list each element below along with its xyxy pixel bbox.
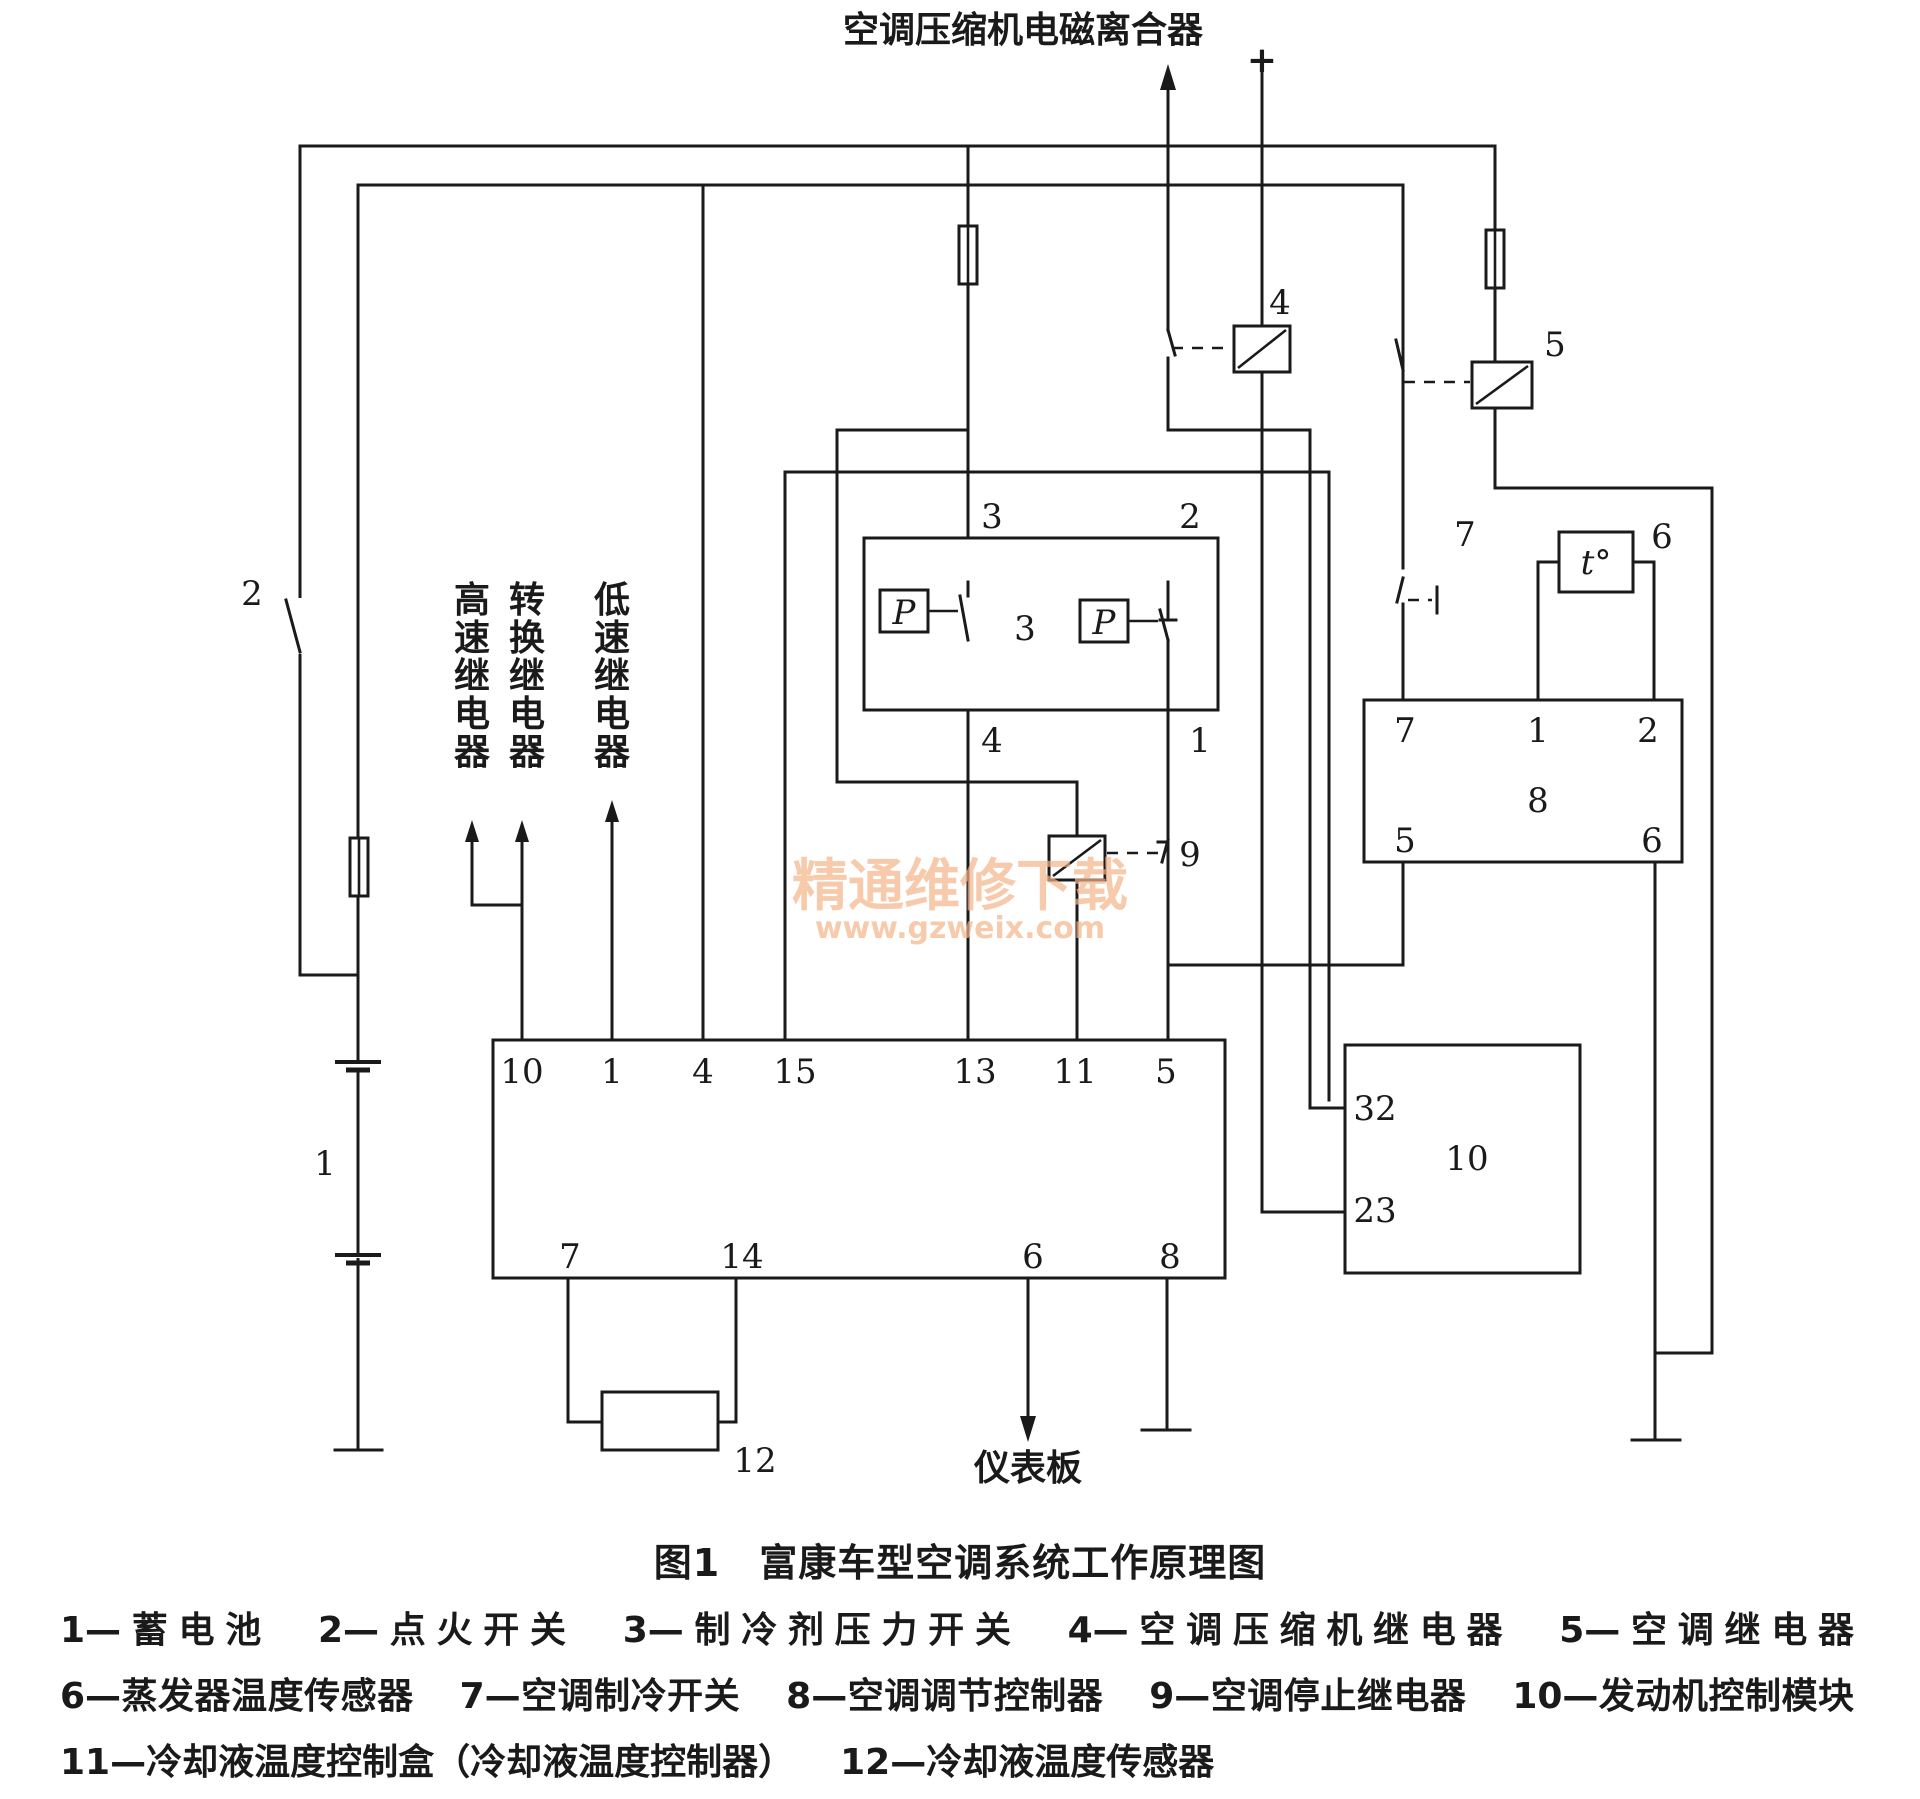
watermark-cn: 精通维修下载	[792, 854, 1128, 919]
pin-ctrl-6: 6	[1641, 821, 1663, 861]
ac-controller-8	[1362, 698, 1684, 1442]
legend-item: 7—空调制冷开关	[459, 1676, 741, 1717]
pressure-symbol-right: P	[1092, 603, 1117, 643]
pin-box-13: 13	[953, 1052, 996, 1092]
top-bus-wires	[298, 144, 1497, 1060]
relay-arrows	[465, 800, 619, 1042]
evap-sensor-6	[1536, 530, 1656, 702]
bottom-wires	[566, 1276, 1192, 1452]
pin-box-11: 11	[1053, 1052, 1096, 1092]
pin-box-10: 10	[500, 1052, 543, 1092]
pin-box-14: 14	[720, 1237, 763, 1277]
pin-box-5: 5	[1155, 1052, 1177, 1092]
control-box-11	[491, 1038, 1227, 1280]
pin-box-15: 15	[773, 1052, 816, 1092]
clutch-line	[1160, 64, 1347, 1110]
label-pressure-switch: 3	[1014, 609, 1036, 649]
battery-branch	[298, 973, 384, 1452]
ac-relay-5	[1404, 360, 1534, 410]
pin-pressure-3: 3	[981, 497, 1003, 537]
clutch-label: 空调压缩机电磁离合器	[843, 10, 1204, 51]
wiring-schematic: 空调压缩机电磁离合器 + 1 2 3 4 5 6 7 8 9 10 12 3 2…	[241, 10, 1714, 1489]
pin-box-1: 1	[601, 1052, 623, 1092]
sensor-symbol: t°	[1581, 543, 1612, 583]
pin-box-4: 4	[692, 1052, 714, 1092]
legend-item: 4—空调压缩机继电器	[1067, 1610, 1514, 1651]
pin-ctrl-2: 2	[1637, 711, 1659, 751]
label-high-speed-relay: 高速继电器	[454, 580, 491, 773]
legend-item: 5—空调继电器	[1559, 1610, 1854, 1651]
label-coolant-sensor: 12	[733, 1441, 776, 1481]
label-switch-relay: 转换继电器	[509, 580, 546, 773]
pin-pressure-1: 1	[1189, 721, 1211, 761]
label-ac-relay: 5	[1544, 325, 1566, 365]
legend-item: 10—发动机控制模块	[1512, 1676, 1854, 1717]
label-stop-relay: 9	[1179, 835, 1201, 875]
pin-ctrl-7: 7	[1394, 711, 1416, 751]
pressure-switch-3	[862, 536, 1220, 712]
pin-ecm-32: 32	[1353, 1089, 1396, 1129]
legend-item: 9—空调停止继电器	[1149, 1676, 1467, 1717]
bypass-wires	[783, 428, 1405, 1102]
label-ecm: 10	[1445, 1139, 1488, 1179]
label-evap-sensor: 6	[1651, 517, 1673, 557]
label-battery: 1	[314, 1144, 336, 1184]
label-ac-controller: 8	[1527, 781, 1549, 821]
label-ignition: 2	[241, 574, 263, 614]
battery-fuse	[348, 836, 370, 898]
ecm-10	[1343, 1043, 1582, 1275]
legend-item: 2—点火开关	[317, 1610, 577, 1651]
dashboard-label: 仪表板	[973, 1448, 1082, 1489]
label-low-speed-relay: 低速继电器	[594, 580, 631, 773]
pin-ctrl-5: 5	[1394, 821, 1416, 861]
legend-item: 6—蒸发器温度传感器	[60, 1676, 414, 1717]
legend-item: 3—制冷剂压力开关	[622, 1610, 1022, 1651]
battery-symbol	[335, 1056, 381, 1266]
pin-ecm-23: 23	[1353, 1191, 1396, 1231]
ignition-switch	[284, 598, 308, 977]
compressor-relay-4	[1172, 50, 1347, 1214]
pressure-symbol-left: P	[892, 593, 917, 633]
label-ac-switch: 7	[1454, 515, 1476, 555]
watermark-url: www.gzweix.com	[815, 911, 1105, 946]
pin-box-8: 8	[1159, 1237, 1181, 1277]
pin-pressure-4: 4	[981, 721, 1003, 761]
plus-sign: +	[1247, 40, 1277, 81]
stop-relay-9	[1047, 834, 1170, 882]
pin-ctrl-1: 1	[1527, 711, 1549, 751]
ac-switch-line	[1394, 338, 1439, 702]
legend-item: 11—冷却液温度控制盒（冷却液温度控制器）	[60, 1742, 795, 1783]
legend-item: 12—冷却液温度传感器	[840, 1742, 1215, 1783]
figure-legend: 1—蓄电池 2—点火开关 3—制冷剂压力开关 4—空调压缩机继电器 5—空调继电器 6—蒸…	[60, 1598, 1900, 1796]
legend-item: 1—蓄电池	[60, 1610, 272, 1651]
pin-pressure-2: 2	[1179, 497, 1201, 537]
figure-caption: 图1 富康车型空调系统工作原理图	[653, 1541, 1267, 1585]
pin-box-6: 6	[1022, 1237, 1044, 1277]
legend-item: 8—空调调节控制器	[786, 1676, 1104, 1717]
label-compressor-relay: 4	[1269, 283, 1291, 323]
pin-box-7: 7	[559, 1237, 581, 1277]
